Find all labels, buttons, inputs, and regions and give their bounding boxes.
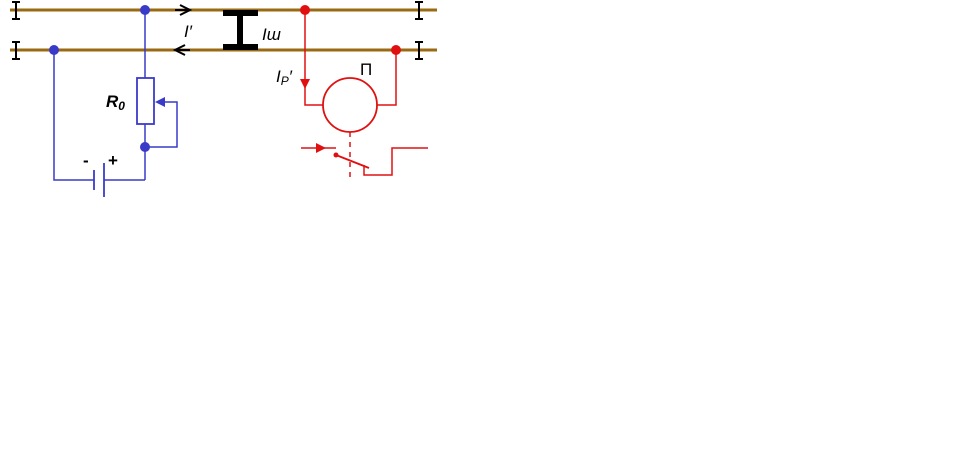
i-beam-icon xyxy=(12,1,20,20)
label-battery-plus: + xyxy=(108,151,118,170)
relay-coil-icon xyxy=(322,77,378,133)
label-relay-current: IP′ xyxy=(276,67,293,88)
label-battery-minus: - xyxy=(83,151,89,170)
label-current-rail: I′ xyxy=(184,22,193,41)
variable-resistor-icon xyxy=(136,77,155,125)
relay-arrows xyxy=(300,79,326,153)
i-beam-joint-icon xyxy=(223,10,258,50)
source-circuit xyxy=(53,10,178,197)
i-beam-icon xyxy=(415,41,423,60)
arrow-icon xyxy=(172,44,190,56)
i-beam-icon xyxy=(415,1,423,20)
label-relay: П xyxy=(360,60,372,79)
label-resistor: R0 xyxy=(106,92,125,113)
rail-end-markers xyxy=(12,1,423,60)
arrow-icon xyxy=(316,143,326,153)
label-shunt-current: Iш xyxy=(262,25,281,44)
relay-circuit xyxy=(301,10,428,177)
switch-contact-icon xyxy=(301,147,428,176)
relay-nodes xyxy=(300,5,401,158)
i-beam-icon xyxy=(12,41,20,60)
rail-current-arrows xyxy=(172,4,193,56)
battery-icon xyxy=(93,163,105,197)
arrow-icon xyxy=(300,79,310,89)
arrow-icon xyxy=(155,97,165,107)
source-nodes xyxy=(49,5,150,152)
arrow-icon xyxy=(175,4,193,16)
